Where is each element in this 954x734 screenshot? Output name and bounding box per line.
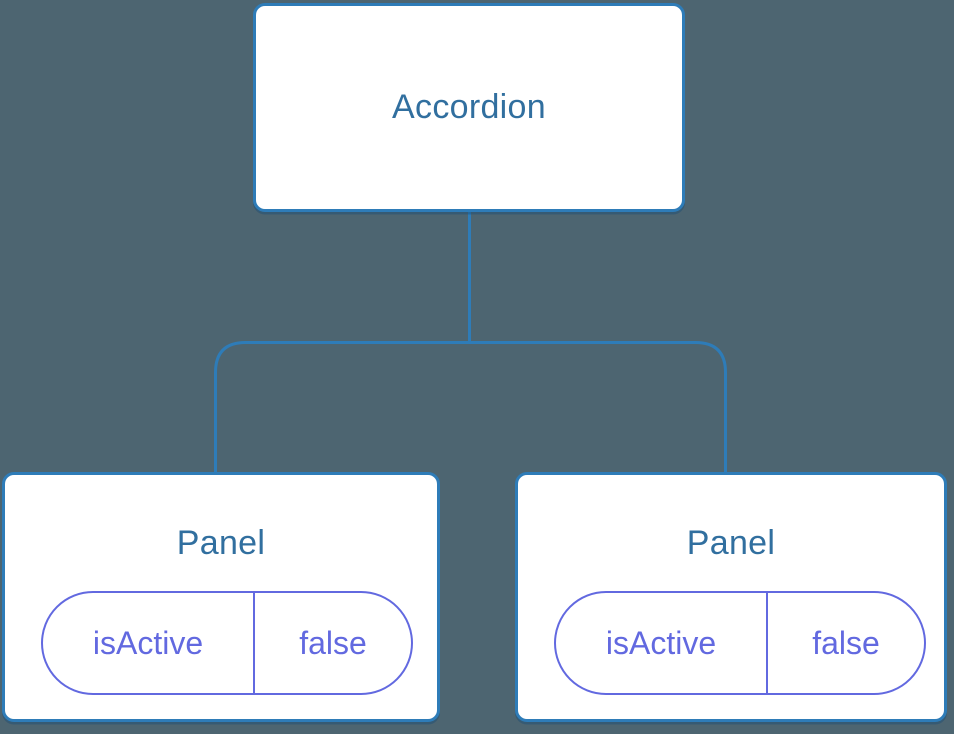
- panel-left-prop-pill: isActive false: [41, 591, 413, 695]
- accordion-node-title: Accordion: [392, 88, 546, 126]
- accordion-node: Accordion: [253, 3, 685, 212]
- panel-node-right: Panel isActive false: [515, 472, 947, 722]
- panel-left-title: Panel: [176, 524, 266, 562]
- prop-name-label: isActive: [556, 593, 768, 693]
- panel-node-left: Panel isActive false: [2, 472, 440, 722]
- branch-line: [214, 341, 727, 472]
- prop-name-label: isActive: [43, 593, 255, 693]
- panel-right-prop-pill: isActive false: [554, 591, 926, 695]
- prop-value-label: false: [812, 624, 880, 661]
- panel-right-title: Panel: [686, 524, 776, 562]
- prop-value-label: false: [299, 624, 367, 661]
